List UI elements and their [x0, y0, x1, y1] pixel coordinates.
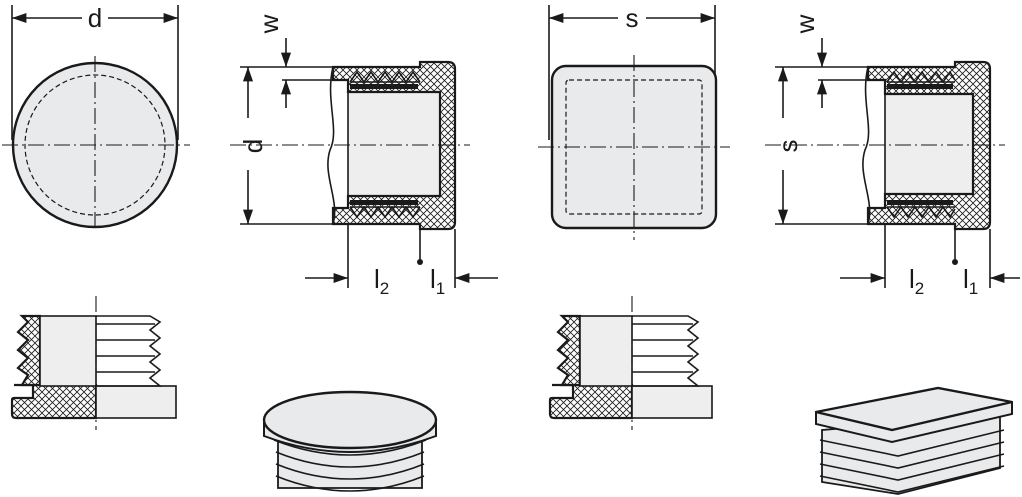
square-cap-3d-view	[815, 386, 1013, 495]
dimension-s-section: s	[773, 140, 803, 153]
dimension-s-top: s	[626, 3, 639, 33]
dimension-l1-square: l1	[963, 264, 978, 298]
dimension-l1-round: l1	[430, 264, 445, 298]
round-cap-front-view: d	[2, 3, 190, 232]
square-cap-section-view: s w l2 l1	[765, 14, 1020, 298]
round-cap-section-view: d w l2 l1	[230, 14, 498, 298]
dimension-l2-square: l2	[909, 264, 924, 298]
dimension-l2-round: l2	[374, 264, 389, 298]
square-cap-side-half-section	[548, 296, 713, 430]
round-cap-side-half-section	[10, 296, 177, 430]
dimension-d-section: d	[238, 139, 268, 153]
dimension-d-top: d	[88, 3, 102, 33]
round-cap-3d-view	[262, 390, 438, 492]
square-cap-front-view: s	[538, 3, 730, 240]
dimension-w-square: w	[790, 14, 820, 34]
dimension-w-round: w	[254, 14, 284, 34]
